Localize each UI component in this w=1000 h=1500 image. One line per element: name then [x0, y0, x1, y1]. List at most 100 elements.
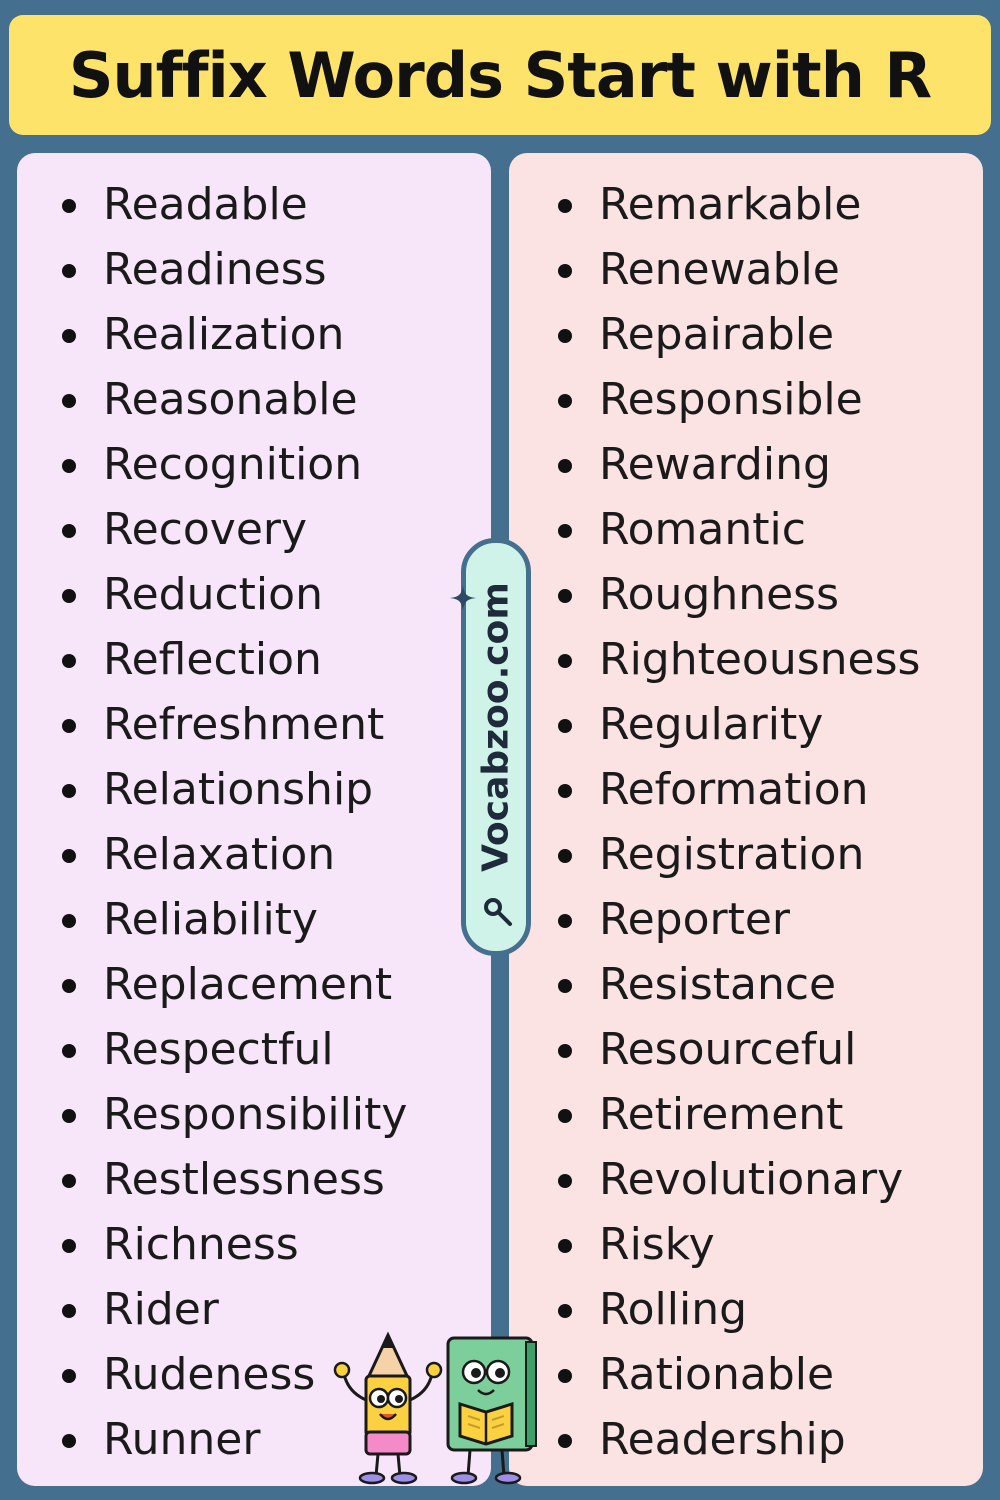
word-text: Responsible [599, 374, 863, 425]
word-text: Runner [103, 1414, 261, 1465]
list-item: Renewable [509, 237, 920, 302]
list-item: Reliability [17, 887, 407, 952]
list-item: Richness [17, 1212, 407, 1277]
bullet-icon [62, 1174, 76, 1188]
list-item: Reflection [17, 627, 407, 692]
bullet-icon [62, 1044, 76, 1058]
list-item: Repairable [509, 302, 920, 367]
word-text: Reliability [103, 894, 318, 945]
book-mascot [446, 1336, 537, 1485]
bullet-icon [62, 1239, 76, 1253]
word-text: Refreshment [103, 699, 385, 750]
word-text: Richness [103, 1219, 299, 1270]
list-item: Risky [509, 1212, 920, 1277]
word-text: Reformation [599, 764, 869, 815]
list-item: Resourceful [509, 1017, 920, 1082]
word-text: Rudeness [103, 1349, 316, 1400]
bullet-icon [558, 329, 572, 343]
bullet-icon [62, 719, 76, 733]
bullet-icon [558, 1109, 572, 1123]
bullet-icon [558, 654, 572, 668]
word-text: Reporter [599, 894, 791, 945]
word-text: Relationship [103, 764, 374, 815]
word-text: Recovery [103, 504, 308, 555]
watermark-pill: Vocabzoo.com [450, 538, 531, 956]
title-bar: Suffix Words Start with R [9, 15, 991, 135]
word-text: Rolling [599, 1284, 748, 1335]
list-item: Recognition [17, 432, 407, 497]
list-item: Runner [17, 1407, 407, 1472]
word-text: Reflection [103, 634, 322, 685]
watermark-text: Vocabzoo.com [475, 582, 517, 872]
bullet-icon [62, 1369, 76, 1383]
word-text: Rationable [599, 1349, 835, 1400]
bullet-icon [558, 719, 572, 733]
list-item: Revolutionary [509, 1147, 920, 1212]
bullet-icon [62, 394, 76, 408]
list-item: Rolling [509, 1277, 920, 1342]
word-text: Righteousness [599, 634, 921, 685]
word-text: Resourceful [599, 1024, 857, 1075]
word-text: Risky [599, 1219, 715, 1270]
list-item: Recovery [17, 497, 407, 562]
word-text: Replacement [103, 959, 393, 1010]
word-text: Restlessness [103, 1154, 385, 1205]
list-item: Reduction [17, 562, 407, 627]
word-text: Regularity [599, 699, 824, 750]
word-text: Reduction [103, 569, 323, 620]
word-text: Revolutionary [599, 1154, 904, 1205]
word-text: Romantic [599, 504, 806, 555]
list-item: Rewarding [509, 432, 920, 497]
word-text: Registration [599, 829, 865, 880]
bullet-icon [558, 1239, 572, 1253]
word-text: Rewarding [599, 439, 831, 490]
bullet-icon [62, 329, 76, 343]
word-text: Respectful [103, 1024, 334, 1075]
list-item: Rider [17, 1277, 407, 1342]
word-text: Rider [103, 1284, 219, 1335]
bullet-icon [558, 524, 572, 538]
bullet-icon [62, 849, 76, 863]
bullet-icon [62, 199, 76, 213]
word-text: Readable [103, 179, 308, 230]
bullet-icon [62, 459, 76, 473]
list-item: Remarkable [509, 172, 920, 237]
bullet-icon [558, 1369, 572, 1383]
bullet-icon [62, 589, 76, 603]
list-item: Registration [509, 822, 920, 887]
bullet-icon [558, 849, 572, 863]
list-item: Roughness [509, 562, 920, 627]
bullet-icon [62, 1434, 76, 1448]
list-item: Realization [17, 302, 407, 367]
list-item: Relaxation [17, 822, 407, 887]
bullet-icon [558, 979, 572, 993]
word-text: Responsibility [103, 1089, 408, 1140]
bullet-icon [62, 1304, 76, 1318]
list-item: Refreshment [17, 692, 407, 757]
word-text: Recognition [103, 439, 363, 490]
bullet-icon [558, 1174, 572, 1188]
list-item: Relationship [17, 757, 407, 822]
bullet-icon [62, 784, 76, 798]
bullet-icon [62, 524, 76, 538]
bullet-icon [62, 654, 76, 668]
list-item: Righteousness [509, 627, 920, 692]
list-item: Reasonable [17, 367, 407, 432]
word-text: Reasonable [103, 374, 358, 425]
bullet-icon [558, 264, 572, 278]
word-text: Readership [599, 1414, 846, 1465]
bullet-icon [62, 1109, 76, 1123]
bullet-icon [62, 264, 76, 278]
bullet-icon [558, 784, 572, 798]
word-text: Resistance [599, 959, 837, 1010]
list-item: Regularity [509, 692, 920, 757]
bullet-icon [558, 589, 572, 603]
bullet-icon [558, 1434, 572, 1448]
bullet-icon [558, 1044, 572, 1058]
word-text: Retirement [599, 1089, 844, 1140]
list-item: Respectful [17, 1017, 407, 1082]
list-item: Reporter [509, 887, 920, 952]
list-item: Responsibility [17, 1082, 407, 1147]
